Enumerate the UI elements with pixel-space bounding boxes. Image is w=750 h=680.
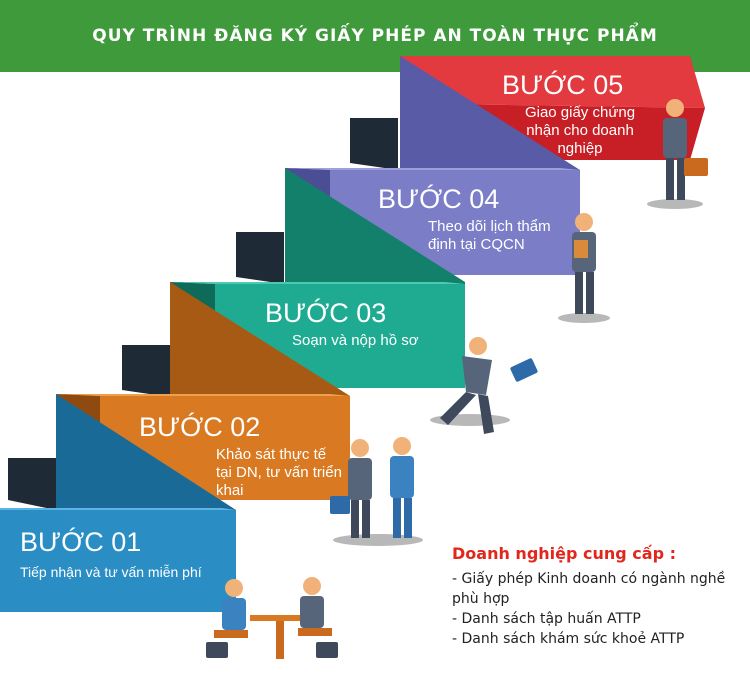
step-03-title: BƯỚC 03 [265, 298, 387, 328]
provider-list: Giấy phép Kinh doanh có ngành nghề phù h… [452, 569, 742, 649]
page-title: QUY TRÌNH ĐĂNG KÝ GIẤY PHÉP AN TOÀN THỰC… [92, 26, 658, 46]
list-item: Giấy phép Kinh doanh có ngành nghề phù h… [452, 569, 742, 609]
step-01-title: BƯỚC 01 [20, 527, 142, 557]
provider-title: Doanh nghiệp cung cấp : [452, 544, 677, 563]
step-shadow [236, 232, 284, 284]
step-03-top [170, 282, 465, 284]
step-01-desc: Tiếp nhận và tư vấn miễn phí [20, 564, 202, 580]
step-05-desc: Giao giấy chứng nhận cho doanh nghiệp [524, 104, 636, 157]
step-04-top [285, 168, 580, 170]
step-01-front [0, 510, 236, 612]
step-shadow [350, 118, 398, 170]
provider-box: Doanh nghiệp cung cấp : Giấy phép Kinh d… [452, 544, 742, 649]
handshake-figures [330, 437, 423, 546]
list-item: Danh sách tập huấn ATTP [452, 609, 742, 629]
step-05-top [400, 56, 705, 108]
step-01-top [0, 508, 236, 510]
step-04-title: BƯỚC 04 [378, 184, 500, 214]
presenter-figure [558, 213, 610, 323]
list-item: Danh sách khám sức khoẻ ATTP [452, 629, 742, 649]
presenter-figure [647, 99, 708, 209]
step-shadow [122, 345, 170, 397]
step-02-desc: Khảo sát thực tế tại DN, tư vấn triển kh… [216, 446, 342, 499]
step-04-desc: Theo dõi lịch thẩm định tại CQCN [428, 218, 551, 253]
meeting-figures [206, 577, 338, 659]
step-shadow [8, 458, 56, 510]
step-02-top [56, 394, 350, 396]
header-banner: QUY TRÌNH ĐĂNG KÝ GIẤY PHÉP AN TOÀN THỰC… [0, 0, 750, 72]
step-05-title: BƯỚC 05 [502, 70, 624, 100]
step-03-desc: Soạn và nộp hồ sơ [292, 332, 419, 349]
step-02-title: BƯỚC 02 [139, 412, 261, 442]
running-figure [430, 337, 538, 434]
